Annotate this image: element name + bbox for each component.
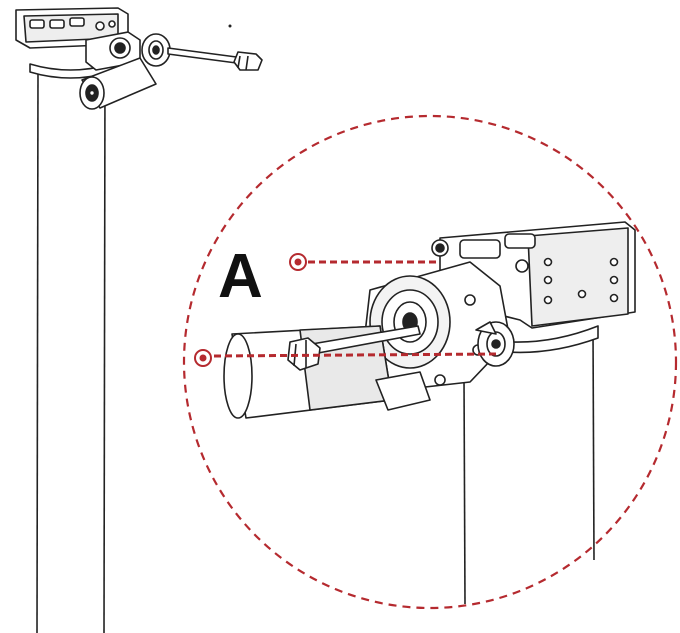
crank-coupling-overview	[141, 33, 171, 67]
screw-top	[289, 253, 307, 271]
hex-shaft-overview	[167, 47, 263, 71]
detail-view-group	[182, 114, 678, 610]
guide-line-bottom	[213, 352, 497, 358]
bracket-hole	[543, 295, 553, 305]
screw-bottom	[194, 349, 212, 367]
motor-cylinder-overview	[79, 57, 157, 110]
bracket-hole	[543, 257, 553, 267]
leg-tube-overview	[29, 63, 113, 633]
bracket-hole	[609, 293, 619, 303]
bracket-hole	[577, 289, 587, 299]
step-label: A	[218, 242, 263, 311]
detail-circle	[182, 114, 678, 610]
bracket-hole	[609, 257, 619, 267]
crank-coupling-detail	[475, 321, 515, 367]
bracket-hole	[609, 275, 619, 285]
bracket-hole	[543, 275, 553, 285]
gear-housing-overview	[85, 31, 141, 71]
overview-leg-assembly	[15, 7, 263, 633]
mounting-bracket-overview	[15, 7, 129, 49]
